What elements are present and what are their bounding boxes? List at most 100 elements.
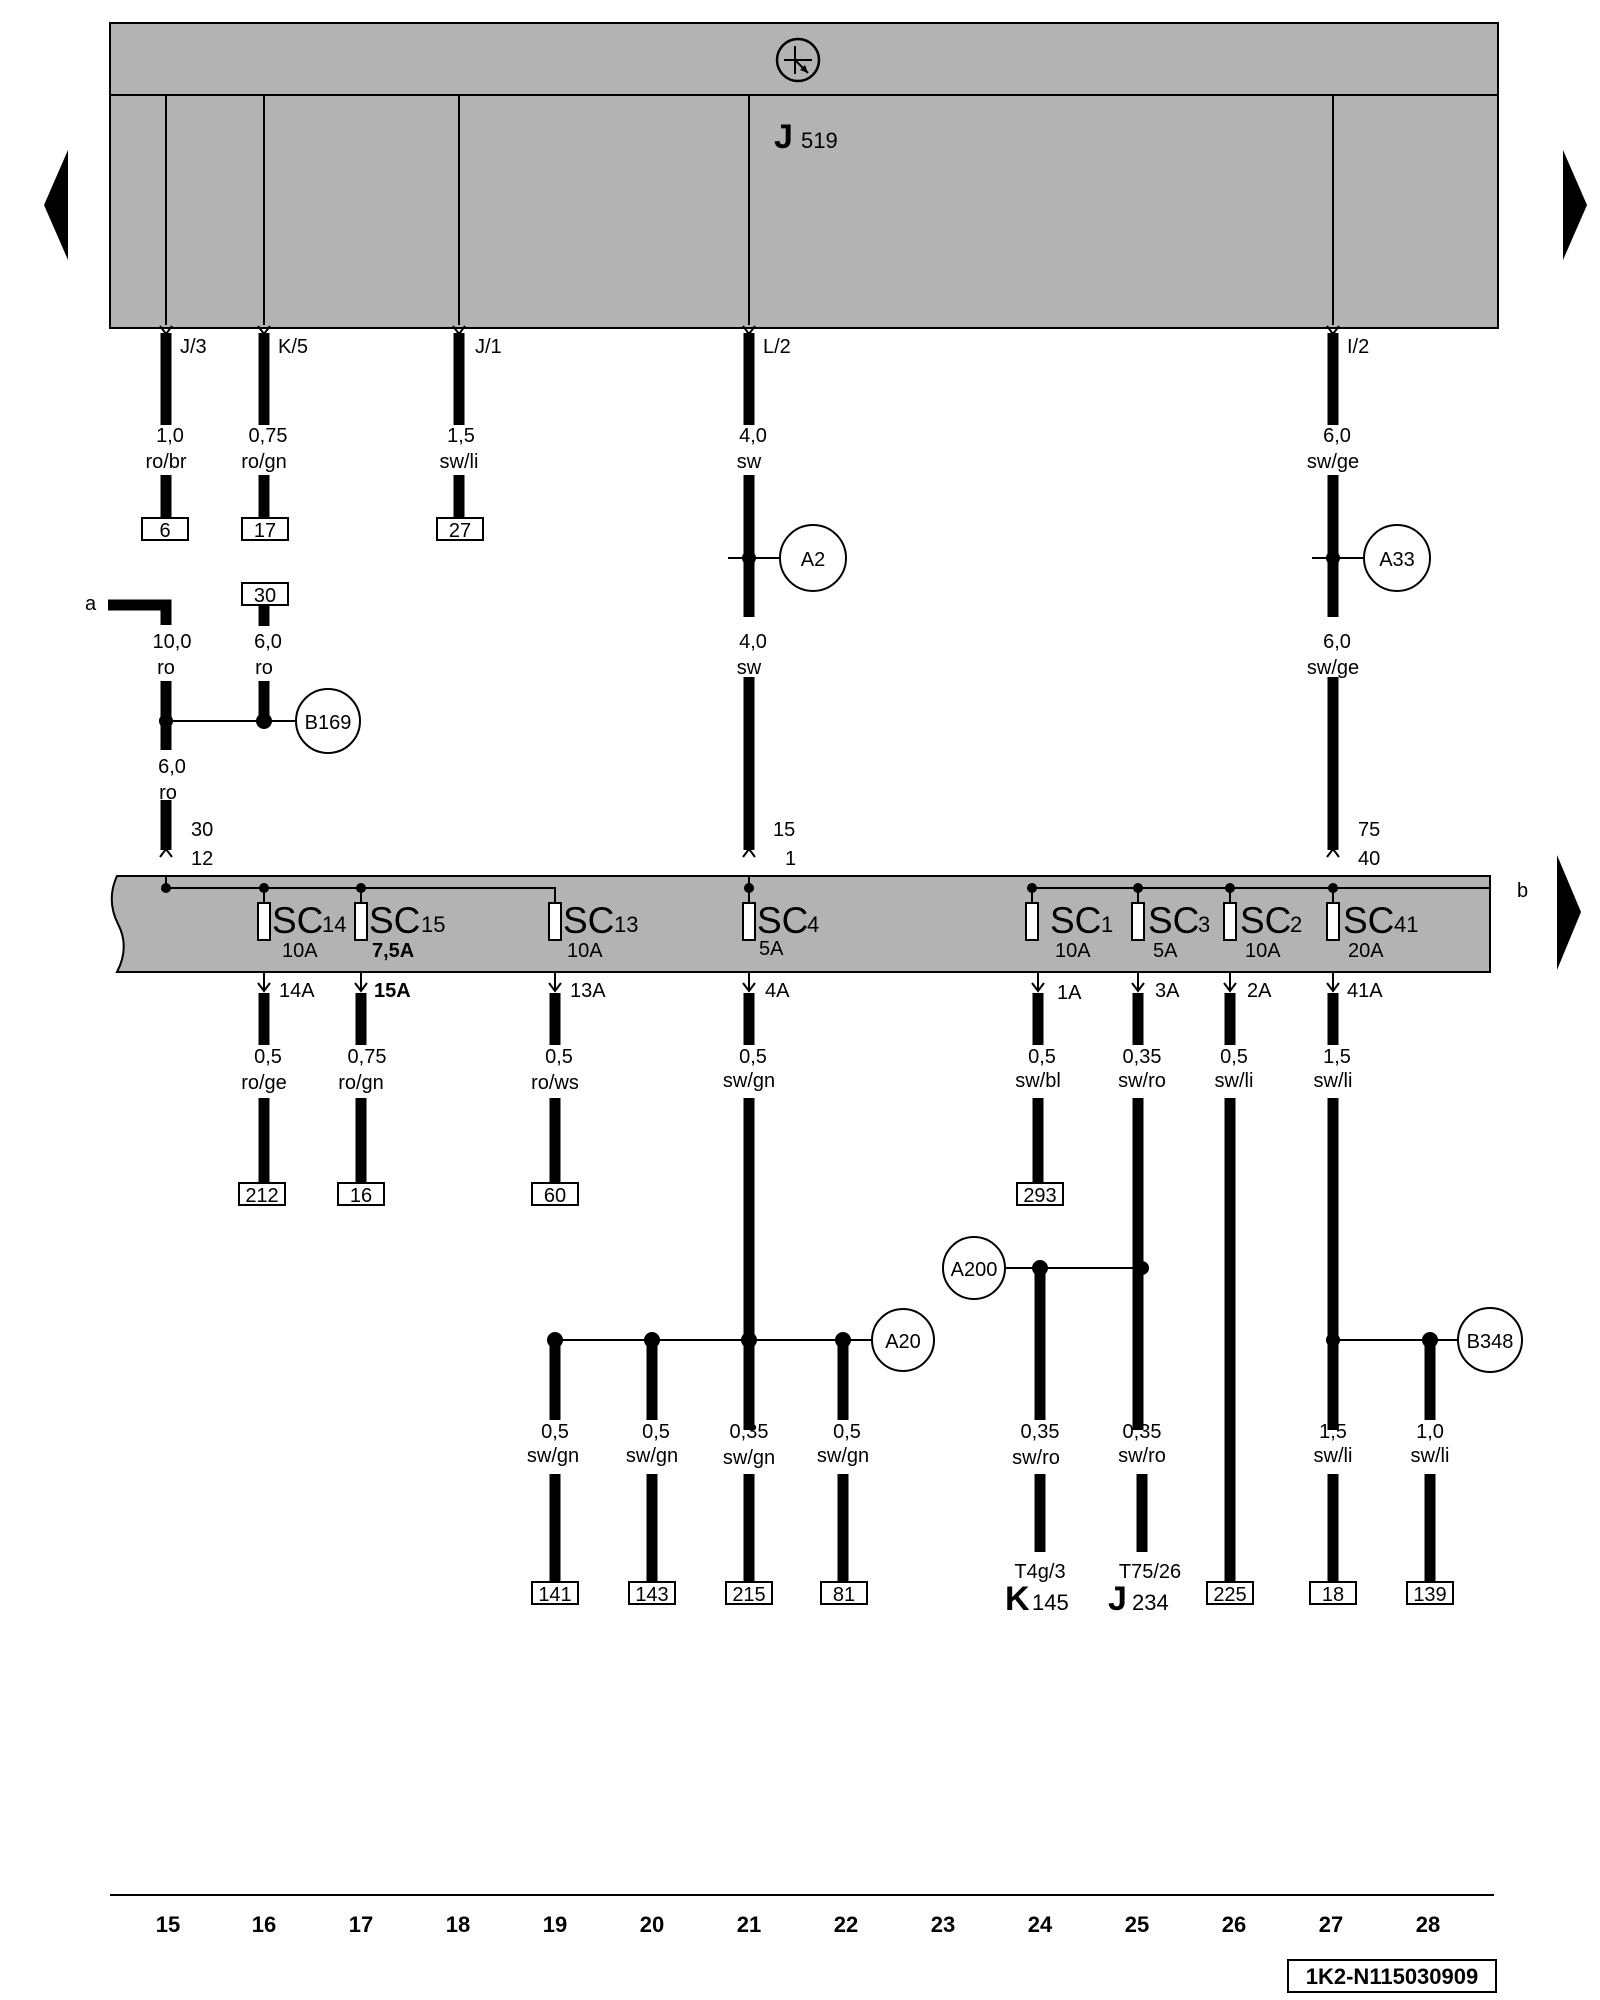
wire-size: 1,5 — [1319, 1421, 1347, 1443]
ref-box-81[interactable]: 81 — [820, 1581, 868, 1606]
ref-box-16[interactable]: 16 — [337, 1182, 385, 1207]
column-number: 23 — [931, 1912, 955, 1937]
fuse-rating: 10A — [282, 940, 318, 962]
wire-size: 0,5 — [545, 1046, 573, 1068]
connector-pin: T75/26 — [1119, 1561, 1181, 1583]
ref-box-139[interactable]: 139 — [1406, 1581, 1454, 1606]
wire-color: sw/gn — [817, 1445, 869, 1467]
wire-color: ro/gn — [241, 451, 287, 473]
wire-color: ro/gn — [338, 1072, 384, 1094]
connector-a200: A200 — [942, 1236, 1149, 1300]
ref-box-212[interactable]: 212 — [238, 1182, 286, 1207]
wire-size: 0,35 — [730, 1421, 769, 1443]
fuse-sc41: SC 41 20A — [1326, 900, 1418, 962]
wire-color: sw/li — [1411, 1445, 1450, 1467]
fuse-num: 1 — [1101, 912, 1113, 937]
ref-box-label: 6 — [159, 520, 170, 542]
control-module-j519: J 519 — [109, 22, 1499, 329]
fuse-num: 15 — [421, 912, 445, 937]
component-name: K — [1005, 1580, 1030, 1618]
fuse-rating: 5A — [759, 938, 784, 960]
ref-box-17[interactable]: 17 — [241, 517, 289, 542]
ref-box-label: 16 — [350, 1185, 372, 1207]
nav-left-arrow-icon[interactable] — [44, 150, 68, 260]
connector-a33: A33 — [1312, 524, 1431, 592]
fuse-num: 3 — [1198, 912, 1210, 937]
connector-a20: A20 — [547, 1308, 935, 1372]
column-number: 25 — [1125, 1912, 1149, 1937]
fuse-name: SC — [369, 900, 420, 941]
fuse-num: 41 — [1394, 912, 1418, 937]
connector-label: B169 — [305, 712, 352, 734]
column-number: 20 — [640, 1912, 664, 1937]
column-number: 22 — [834, 1912, 858, 1937]
nav-right-arrow-lower-icon[interactable] — [1557, 855, 1581, 970]
wire-color: sw/gn — [723, 1070, 775, 1092]
wire-color: sw/li — [1215, 1070, 1254, 1092]
ref-box-30[interactable]: 30 — [241, 582, 289, 607]
fuse-output: 14A — [279, 980, 315, 1002]
fuse-num: 14 — [322, 912, 346, 937]
ref-box-6[interactable]: 6 — [141, 517, 189, 542]
top-wires — [160, 333, 1339, 850]
component-j234: T75/26 J 234 — [1108, 1561, 1181, 1618]
fuse-sc3: SC 3 5A — [1131, 900, 1210, 962]
component-sub: 145 — [1032, 1590, 1069, 1615]
fuse-rating: 7,5A — [372, 940, 414, 962]
fuse-sc1: SC 1 10A — [1025, 900, 1113, 962]
wire-size: 6,0 — [1323, 425, 1351, 447]
wire-color: sw/bl — [1015, 1070, 1061, 1092]
fuse-name: SC — [1240, 900, 1291, 941]
column-number: 16 — [252, 1912, 276, 1937]
component-k145: T4g/3 K 145 — [1005, 1561, 1069, 1618]
ref-box-60[interactable]: 60 — [531, 1182, 579, 1207]
ref-box-143[interactable]: 143 — [628, 1581, 676, 1606]
wire-color: sw — [737, 451, 762, 473]
wire-color: ro — [255, 657, 273, 679]
wire-size: 6,0 — [254, 631, 282, 653]
wire-size: 1,0 — [156, 425, 184, 447]
ref-box-293[interactable]: 293 — [1016, 1182, 1064, 1207]
column-number: 26 — [1222, 1912, 1246, 1937]
column-number: 18 — [446, 1912, 470, 1937]
pin-label: K/5 — [278, 336, 308, 358]
wire-size: 0,5 — [1028, 1046, 1056, 1068]
wire-size: 4,0 — [739, 631, 767, 653]
wire-size: 0,5 — [642, 1421, 670, 1443]
ref-box-215[interactable]: 215 — [725, 1581, 773, 1606]
wire-color: sw/ge — [1307, 451, 1359, 473]
terminal-label: 12 — [191, 848, 213, 870]
wire-size: 0,5 — [254, 1046, 282, 1068]
wire-size: 0,35 — [1021, 1421, 1060, 1443]
wire-color: sw/li — [1314, 1070, 1353, 1092]
wire-color: ro/ge — [241, 1072, 287, 1094]
pin-arrows — [159, 325, 1340, 336]
column-number: 27 — [1319, 1912, 1343, 1937]
module-symbol-icon — [775, 37, 821, 83]
fuse-sc4: SC 4 5A — [742, 900, 819, 960]
diagram-code-box: 1K2-N115030909 — [1287, 1959, 1497, 1993]
connector-label: A2 — [801, 549, 825, 571]
wire-size: 1,5 — [1323, 1046, 1351, 1068]
marker-a: a — [85, 593, 97, 615]
fuse-output: 15A — [374, 980, 411, 1002]
ref-box-141[interactable]: 141 — [531, 1581, 579, 1606]
ref-box-18[interactable]: 18 — [1309, 1581, 1357, 1606]
fuse-output: 2A — [1247, 980, 1272, 1002]
fuse-sc14: SC 14 10A — [257, 900, 346, 962]
nav-right-arrow-icon[interactable] — [1563, 150, 1587, 260]
fuse-output: 1A — [1057, 982, 1082, 1004]
ref-box-225[interactable]: 225 — [1206, 1581, 1254, 1606]
wire-color: sw/gn — [527, 1445, 579, 1467]
pin-label: J/1 — [475, 336, 502, 358]
ref-box-27[interactable]: 27 — [436, 517, 484, 542]
fuse-output: 13A — [570, 980, 606, 1002]
ref-box-label: 143 — [635, 1584, 668, 1606]
wire-color: sw/ge — [1307, 657, 1359, 679]
connector-label: B348 — [1467, 1331, 1514, 1353]
ref-box-label: 60 — [544, 1185, 566, 1207]
terminal-label: 75 — [1358, 819, 1380, 841]
terminal-label: 15 — [773, 819, 795, 841]
terminal-label: 30 — [191, 819, 213, 841]
